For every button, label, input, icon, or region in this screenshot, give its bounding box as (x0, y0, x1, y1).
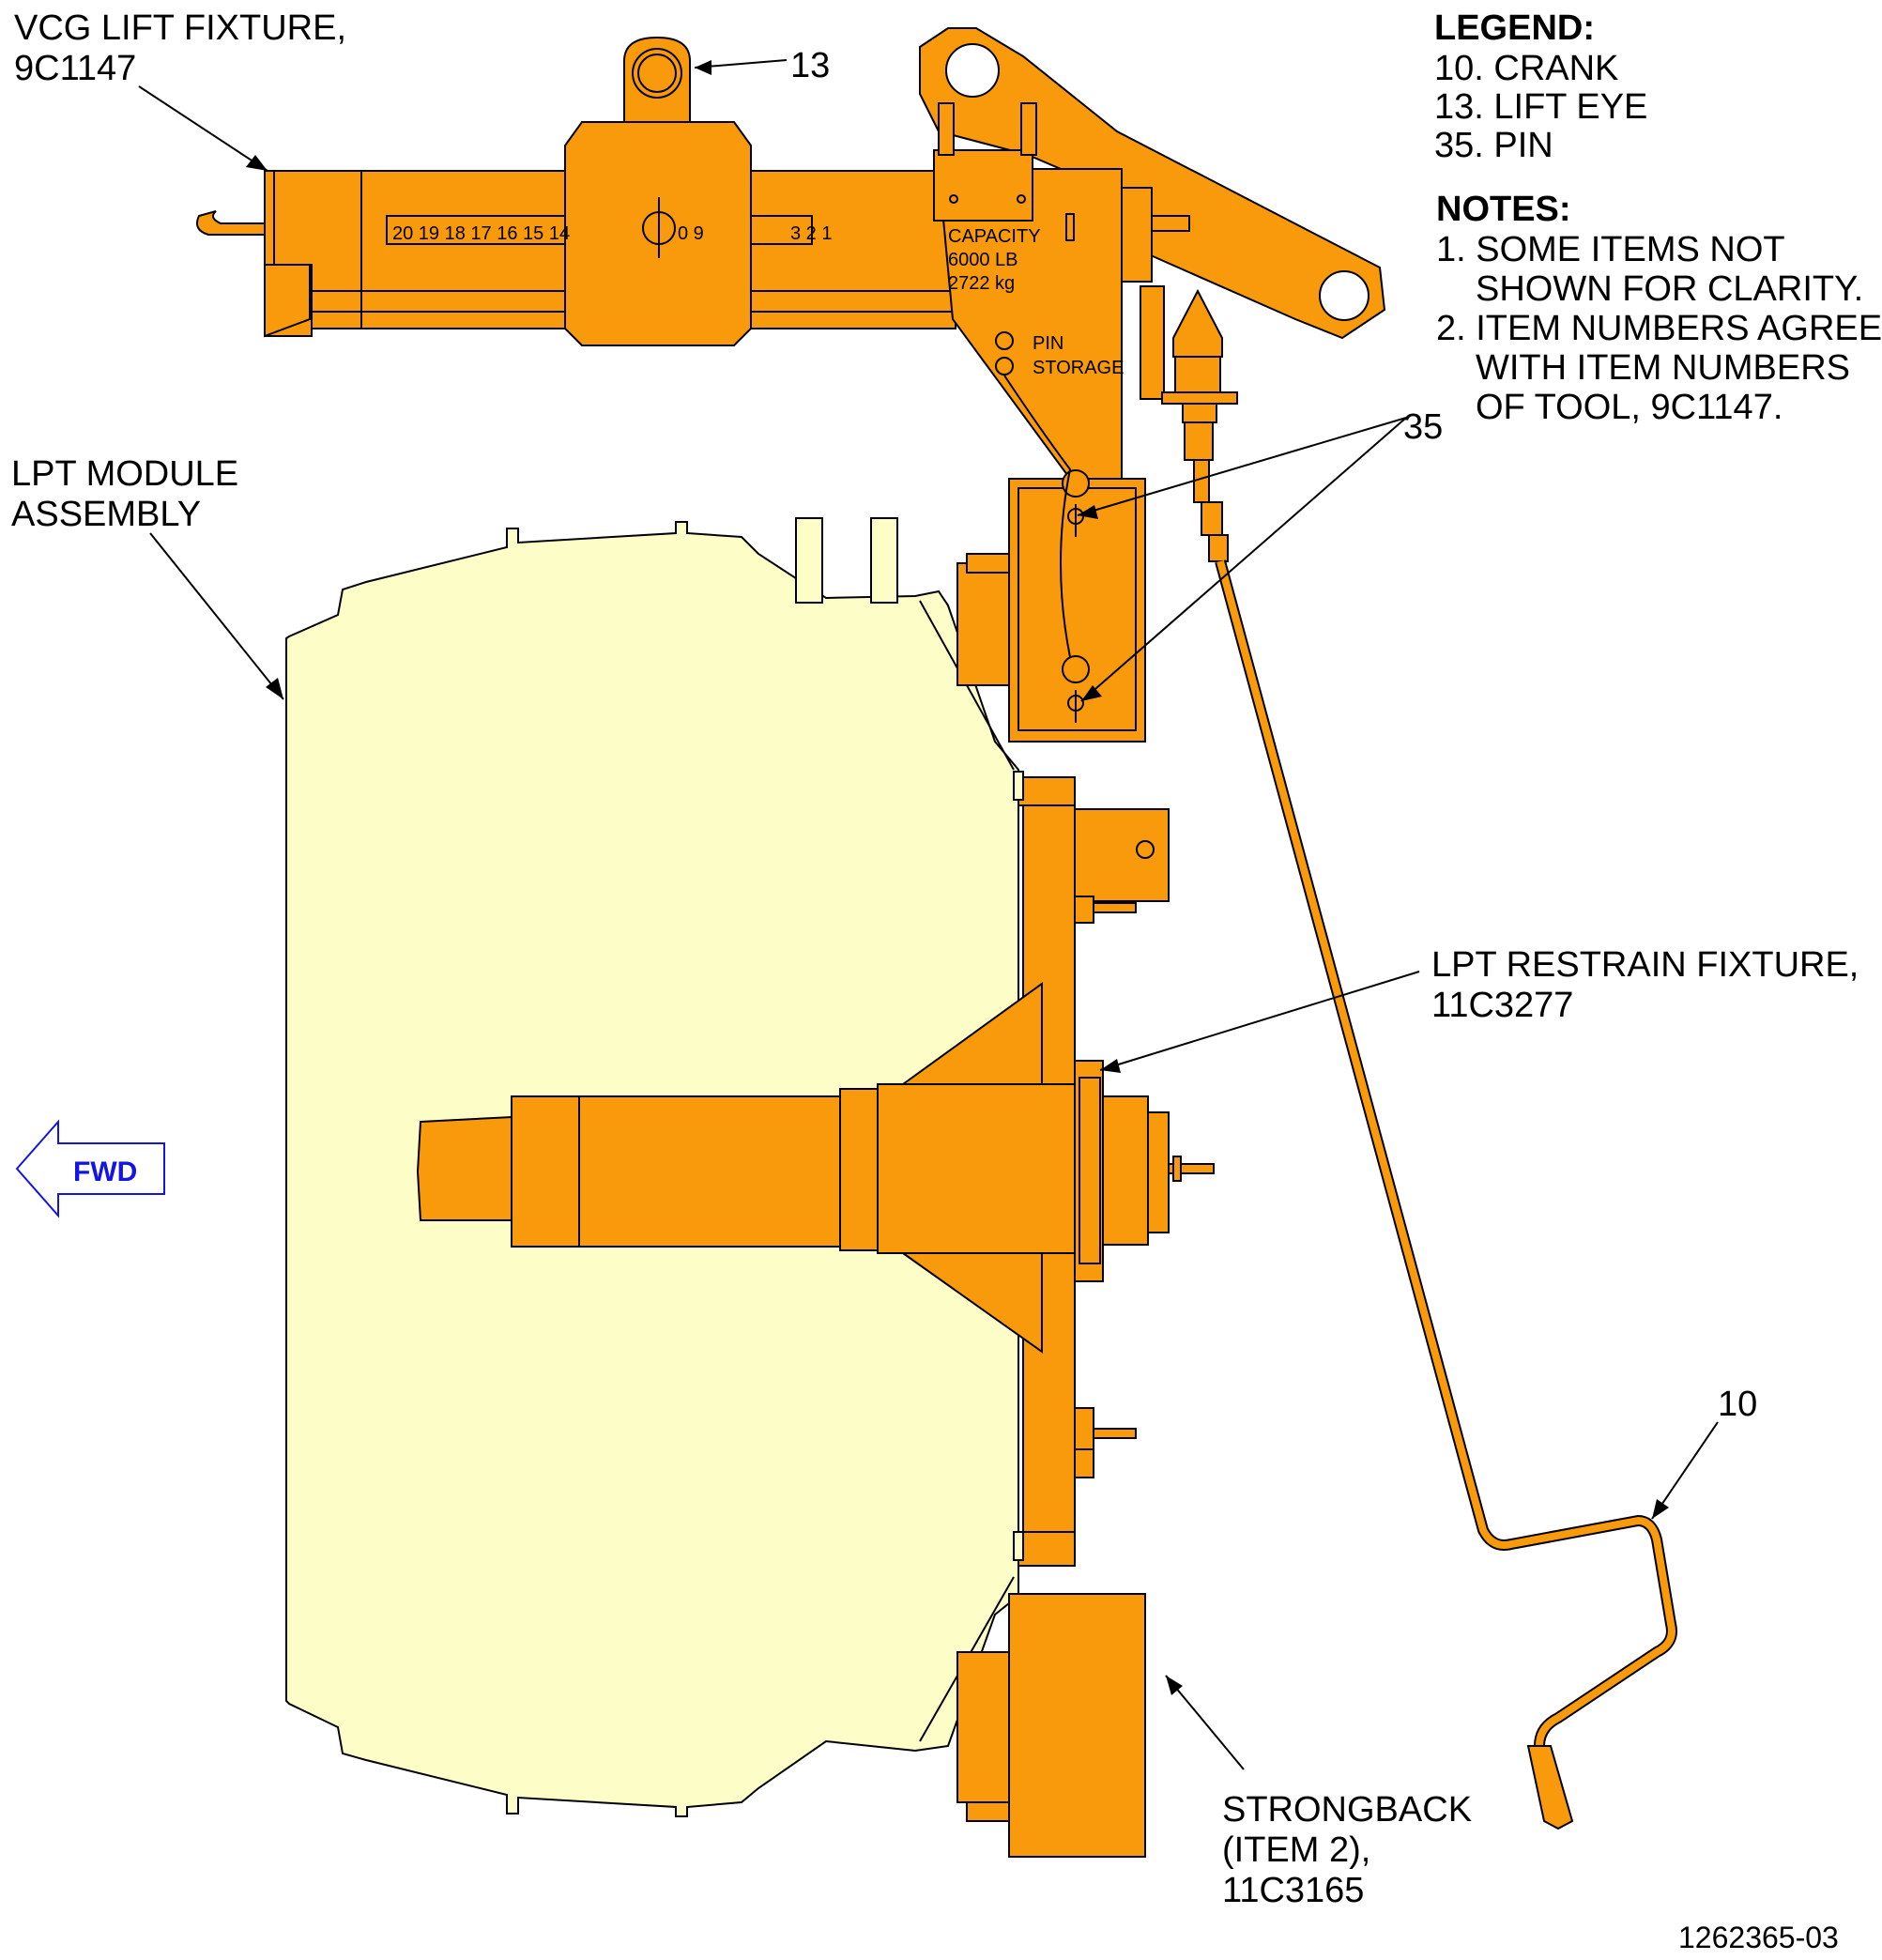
restrain-fixture-label-2: 11C3277 (1431, 986, 1573, 1025)
scale-right-text: 3 2 1 (790, 223, 832, 244)
capacity-text: CAPACITY (948, 226, 1041, 247)
pin-text: PIN (1033, 333, 1063, 354)
capacity-lb-text: 6000 LB (948, 250, 1018, 270)
notes: NOTES: 1. SOME ITEMS NOT SHOWN FOR CLARI… (1436, 190, 1882, 427)
note-2-line-3: OF TOOL, 9C1147. (1476, 388, 1783, 427)
vcg-fixture-label-2: 9C1147 (14, 49, 136, 88)
item-10-label: 10 (1718, 1385, 1757, 1424)
note-2-line-1: 2. ITEM NUMBERS AGREE (1436, 309, 1882, 348)
note-1-line-1: 1. SOME ITEMS NOT (1436, 230, 1785, 269)
scale-left-text: 20 19 18 17 16 15 14 (392, 223, 570, 244)
legend-item-lift-eye: 13. LIFT EYE (1434, 87, 1647, 127)
note-2-line-2: WITH ITEM NUMBERS (1476, 348, 1850, 388)
scale-mid-text: 0 9 (678, 223, 704, 244)
capacity-kg-text: 2722 kg (948, 273, 1015, 294)
lpt-restrain-fixture (416, 771, 1215, 1567)
fwd-label: FWD (73, 1156, 137, 1187)
lpt-module-label-2: ASSEMBLY (11, 495, 201, 534)
legend-item-pin: 35. PIN (1434, 126, 1553, 165)
leader-lines (138, 59, 1719, 1770)
callouts: VCG LIFT FIXTURE, 9C1147 13 LPT MODULE A… (11, 8, 1859, 1954)
item-35-label: 35 (1403, 407, 1443, 447)
fixture-markings: 20 19 18 17 16 15 14 0 9 3 2 1 CAPACITY … (392, 223, 1124, 378)
legend: LEGEND: 10. CRANK 13. LIFT EYE 35. PIN (1434, 8, 1647, 165)
strongback-label-2: (ITEM 2), (1222, 1830, 1370, 1870)
figure-id: 1262365-03 (1678, 1921, 1839, 1954)
vcg-lift-fixture (196, 27, 1677, 1830)
restrain-fixture-label-1: LPT RESTRAIN FIXTURE, (1431, 945, 1859, 985)
strongback-label-3: 11C3165 (1222, 1871, 1364, 1910)
notes-title: NOTES: (1436, 190, 1571, 229)
fwd-arrow: FWD (15, 1119, 165, 1218)
strongback-label-1: STRONGBACK (1222, 1790, 1472, 1830)
legend-title: LEGEND: (1434, 8, 1595, 48)
storage-text: STORAGE (1033, 358, 1124, 378)
strongback (956, 1593, 1146, 1858)
lpt-module-label-1: LPT MODULE (11, 454, 238, 494)
legend-item-crank: 10. CRANK (1434, 49, 1618, 88)
note-1-line-2: SHOWN FOR CLARITY. (1476, 269, 1863, 309)
vcg-fixture-label-1: VCG LIFT FIXTURE, (14, 8, 346, 48)
item-13-label: 13 (790, 46, 830, 85)
